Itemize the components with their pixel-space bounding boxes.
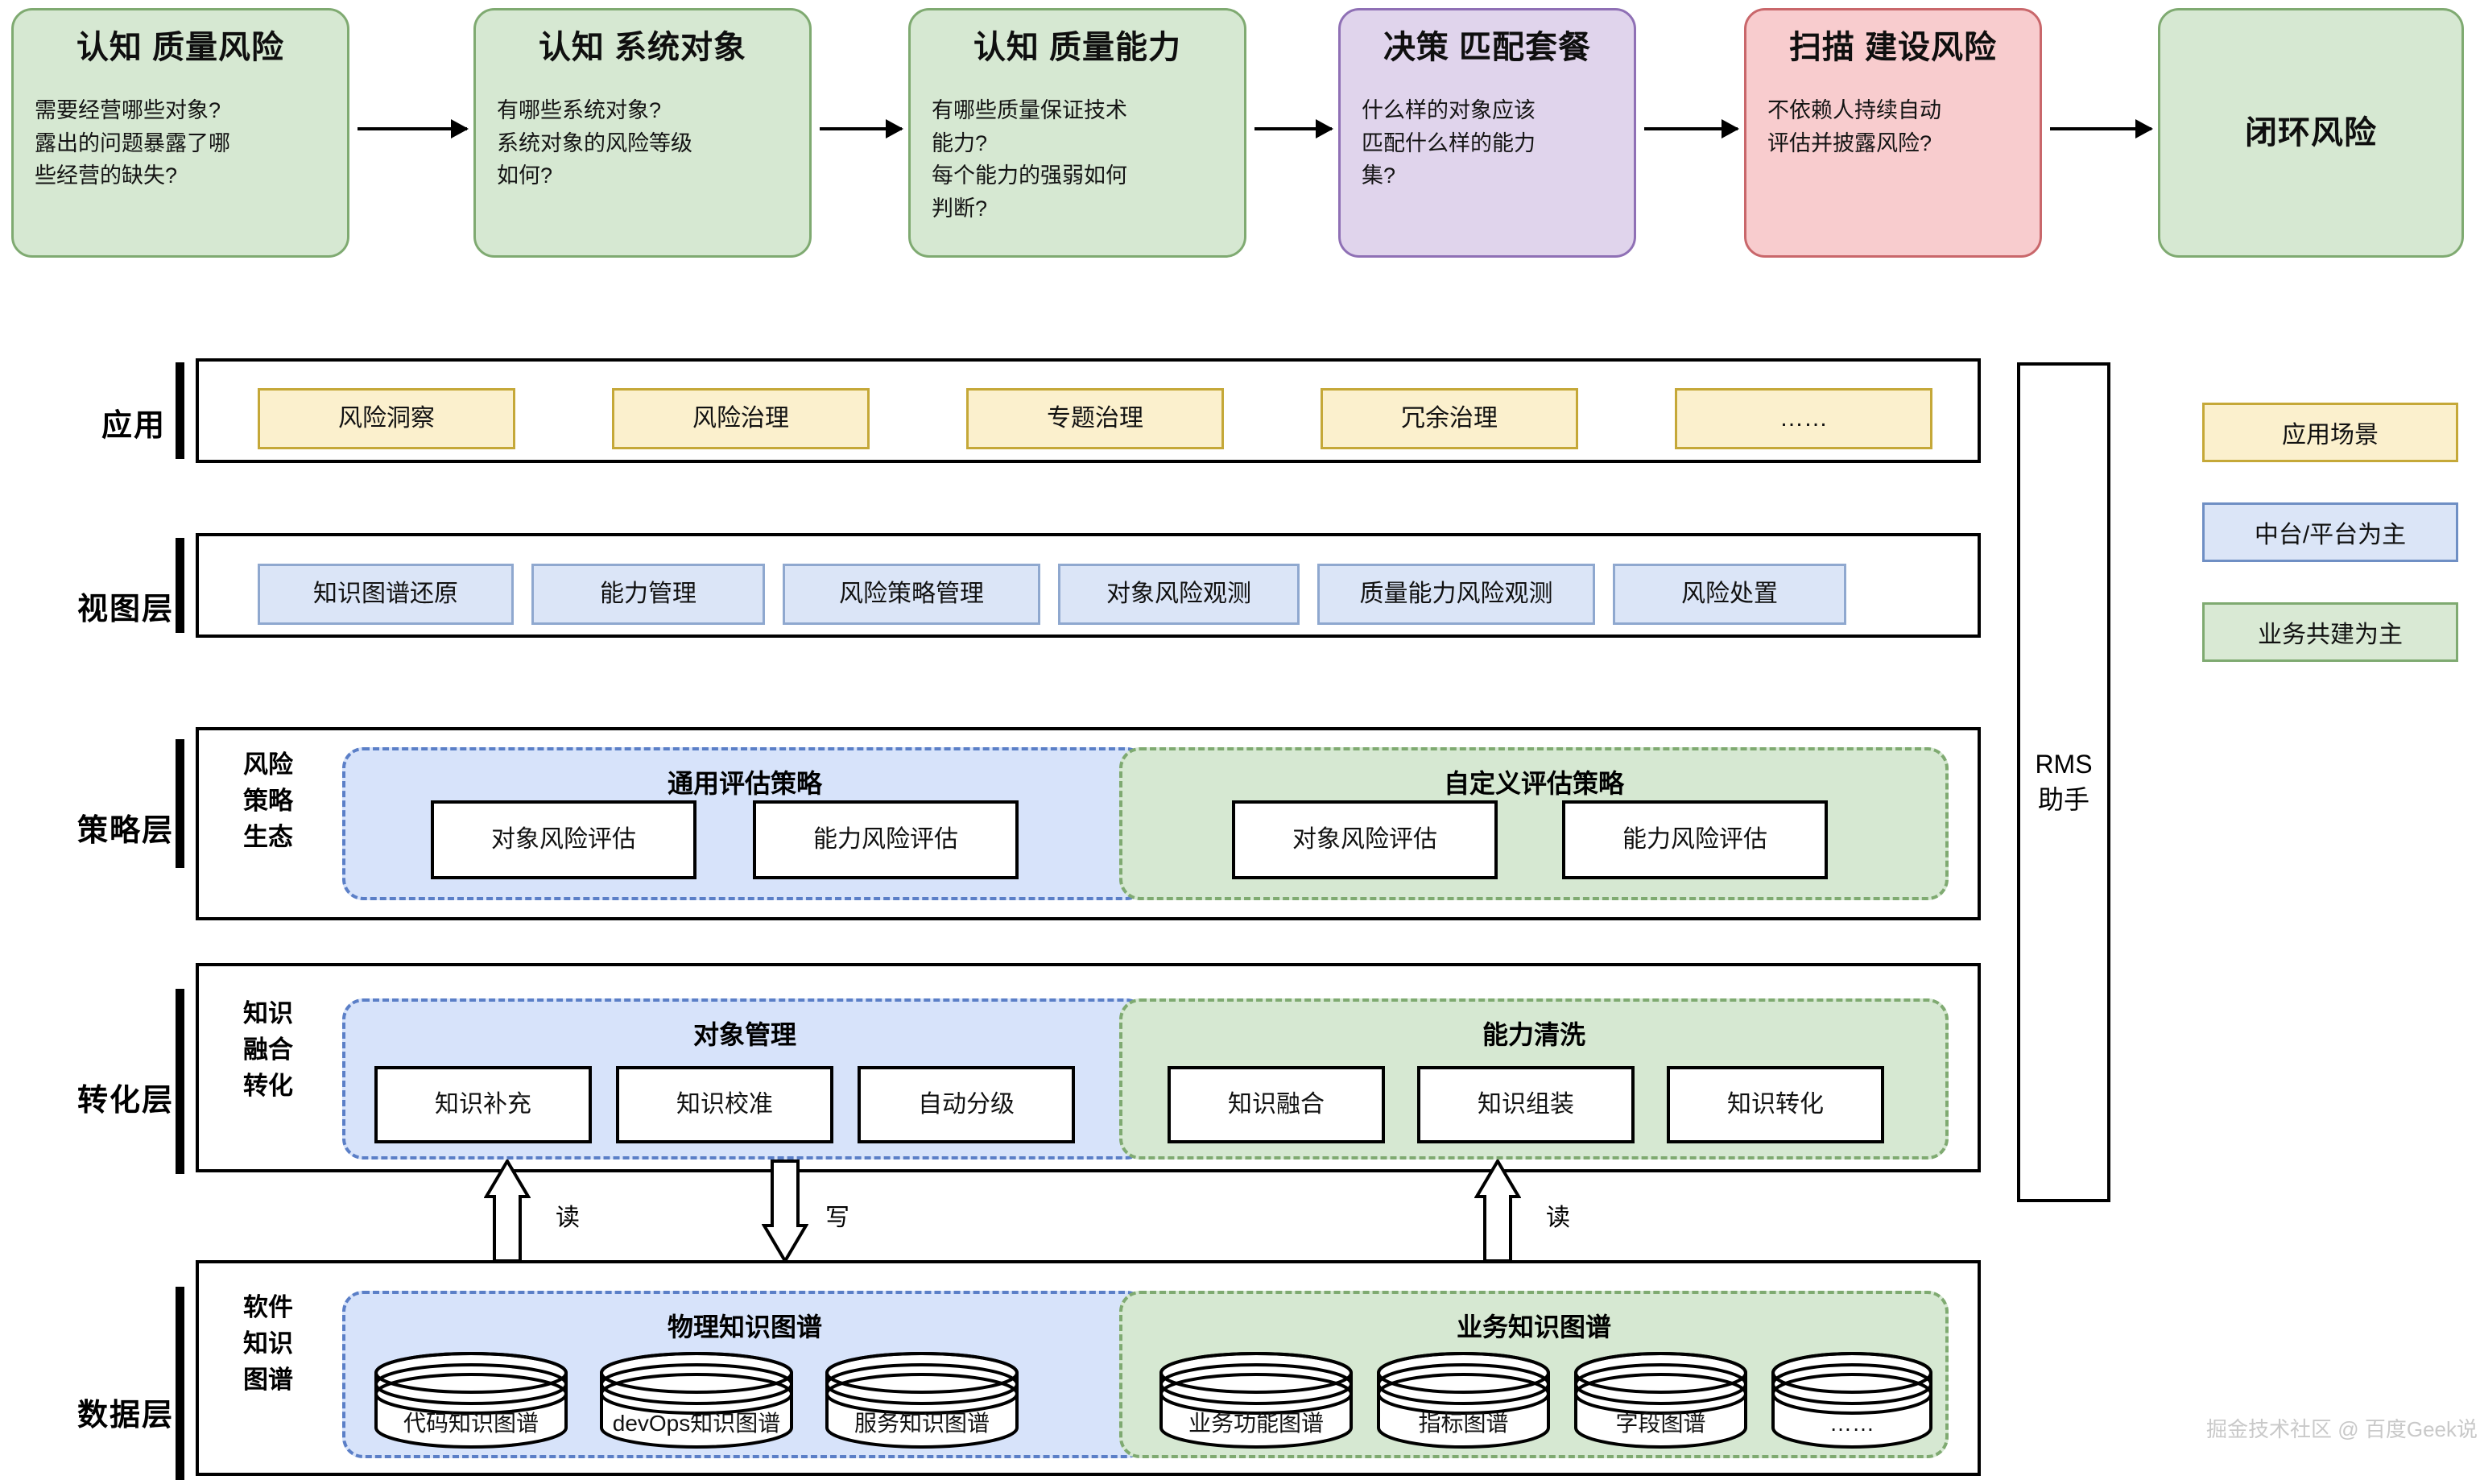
- transform-capability-clean-group-title: 能力清洗: [1482, 1020, 1585, 1049]
- layer-label-view: 视图层: [76, 593, 174, 626]
- layer-tick-view: [176, 538, 184, 633]
- transform-object-mgmt-group-title: 对象管理: [692, 1020, 796, 1049]
- data-physical-kg-cylinder-label: 代码知识图谱: [403, 1411, 539, 1436]
- data-business-kg-cylinder[interactable]: 字段图谱: [1574, 1352, 1747, 1449]
- strategy-custom-item[interactable]: 对象风险评估: [1232, 800, 1498, 879]
- layer-tick-data: [176, 1287, 184, 1480]
- flow-step-title: 扫描 建设风险: [1788, 30, 1998, 65]
- application-chip[interactable]: 冗余治理: [1321, 388, 1578, 449]
- transform-capability-clean-item[interactable]: 知识转化: [1667, 1066, 1884, 1143]
- io-block-arrow-写: [761, 1160, 809, 1264]
- legend-item-application-scenario: 应用场景: [2202, 403, 2458, 462]
- data-physical-kg-cylinder-label: 服务知识图谱: [854, 1411, 990, 1436]
- flow-step-desc: 需要经营哪些对象? 露出的问题暴露了哪 些经营的缺失?: [35, 98, 230, 188]
- flow-step-cognize-system-object[interactable]: 认知 系统对象 有哪些系统对象? 系统对象的风险等级 如何?: [473, 8, 812, 258]
- flow-arrow-2: [820, 127, 902, 130]
- transform-capability-clean-item[interactable]: 知识融合: [1168, 1066, 1385, 1143]
- legend-item-business-cobuild: 业务共建为主: [2202, 602, 2458, 662]
- data-business-kg-cylinder[interactable]: 业务功能图谱: [1159, 1352, 1353, 1449]
- view-chip[interactable]: 对象风险观测: [1058, 564, 1300, 625]
- flow-step-title: 闭环风险: [2245, 115, 2377, 151]
- layer-label-data: 数据层: [76, 1399, 174, 1432]
- legend-label: 中台/平台为主: [2254, 522, 2407, 548]
- io-arrow-label: 读: [1546, 1205, 1570, 1231]
- transform-object-mgmt-item[interactable]: 自动分级: [858, 1066, 1075, 1143]
- flow-step-closed-loop-risk[interactable]: 闭环风险: [2158, 8, 2464, 258]
- layer-label-strategy: 策略层: [76, 814, 174, 848]
- io-block-arrow-读: [483, 1158, 531, 1263]
- strategy-custom-item[interactable]: 能力风险评估: [1562, 800, 1828, 879]
- flow-arrow-5: [2050, 127, 2151, 130]
- data-business-kg-cylinder[interactable]: 指标图谱: [1377, 1352, 1550, 1449]
- flow-arrow-1: [358, 127, 467, 130]
- data-business-kg-cylinder-label: 业务功能图谱: [1188, 1411, 1324, 1436]
- view-chip[interactable]: 能力管理: [531, 564, 765, 625]
- data-business-kg-cylinder[interactable]: ……: [1771, 1352, 1932, 1449]
- transform-object-mgmt-item[interactable]: 知识补充: [374, 1066, 592, 1143]
- legend-label: 业务共建为主: [2258, 622, 2403, 648]
- data-layer-sublabel: 软件 知识 图谱: [243, 1293, 293, 1394]
- data-business-kg-cylinder-label: 字段图谱: [1615, 1411, 1706, 1436]
- flow-step-title: 认知 质量能力: [973, 30, 1182, 65]
- data-physical-kg-cylinder[interactable]: devOps知识图谱: [600, 1352, 793, 1449]
- process-flow-row: 认知 质量风险 需要经营哪些对象? 露出的问题暴露了哪 些经营的缺失? 认知 系…: [0, 0, 2480, 274]
- layer-tick-strategy: [176, 739, 184, 868]
- strategy-custom-group-title: 自定义评估策略: [1443, 769, 1624, 798]
- flow-step-decide-match-package[interactable]: 决策 匹配套餐 什么样的对象应该 匹配什么样的能力 集?: [1338, 8, 1636, 258]
- flow-step-desc: 什么样的对象应该 匹配什么样的能力 集?: [1362, 98, 1536, 188]
- io-arrow-label: 读: [556, 1205, 580, 1231]
- application-chip[interactable]: 专题治理: [966, 388, 1224, 449]
- flow-step-cognize-quality-capability[interactable]: 认知 质量能力 有哪些质量保证技术 能力? 每个能力的强弱如何 判断?: [908, 8, 1246, 258]
- io-block-arrow-读: [1474, 1158, 1522, 1263]
- flow-step-desc: 有哪些质量保证技术 能力? 每个能力的强弱如何 判断?: [932, 98, 1127, 221]
- flow-step-scan-build-risk[interactable]: 扫描 建设风险 不依赖人持续自动 评估并披露风险?: [1744, 8, 2042, 258]
- view-chip[interactable]: 知识图谱还原: [258, 564, 514, 625]
- view-chip[interactable]: 质量能力风险观测: [1317, 564, 1595, 625]
- io-arrow-label: 写: [825, 1205, 849, 1231]
- data-physical-kg-cylinder[interactable]: 服务知识图谱: [825, 1352, 1019, 1449]
- rms-assistant-label: RMS 助手: [2035, 750, 2093, 814]
- strategy-common-item[interactable]: 能力风险评估: [753, 800, 1019, 879]
- watermark: 掘金技术社区 @ 百度Geek说: [2206, 1417, 2478, 1441]
- view-chip[interactable]: 风险处置: [1613, 564, 1846, 625]
- data-business-kg-cylinder-label: 指标图谱: [1418, 1411, 1509, 1436]
- transform-capability-clean-item[interactable]: 知识组装: [1417, 1066, 1635, 1143]
- flow-arrow-4: [1644, 127, 1738, 130]
- layer-tick-transform: [176, 989, 184, 1174]
- layer-label-application: 应用: [101, 409, 166, 443]
- legend-label: 应用场景: [2282, 422, 2379, 449]
- strategy-common-item[interactable]: 对象风险评估: [431, 800, 696, 879]
- data-business-kg-cylinder-label: ……: [1829, 1411, 1874, 1436]
- transform-layer-sublabel: 知识 融合 转化: [243, 999, 293, 1100]
- view-chip[interactable]: 风险策略管理: [783, 564, 1040, 625]
- layer-label-transform: 转化层: [76, 1084, 174, 1118]
- flow-step-title: 认知 系统对象: [538, 30, 747, 65]
- rms-assistant-panel[interactable]: RMS 助手: [2017, 362, 2110, 1202]
- legend-item-midplatform: 中台/平台为主: [2202, 502, 2458, 562]
- flow-step-title: 认知 质量风险: [76, 30, 285, 65]
- data-business-kg-group-title: 业务知识图谱: [1456, 1312, 1611, 1341]
- flow-arrow-3: [1254, 127, 1332, 130]
- layer-tick-application: [176, 362, 184, 459]
- strategy-common-group-title: 通用评估策略: [667, 769, 822, 798]
- data-physical-kg-cylinder-label: devOps知识图谱: [612, 1411, 781, 1436]
- flow-step-cognize-quality-risk[interactable]: 认知 质量风险 需要经营哪些对象? 露出的问题暴露了哪 些经营的缺失?: [11, 8, 349, 258]
- application-chip[interactable]: 风险洞察: [258, 388, 515, 449]
- data-physical-kg-group-title: 物理知识图谱: [667, 1312, 822, 1341]
- flow-step-title: 决策 匹配套餐: [1383, 30, 1592, 65]
- strategy-layer-sublabel: 风险 策略 生态: [243, 750, 293, 851]
- flow-step-desc: 不依赖人持续自动 评估并披露风险?: [1767, 98, 1941, 155]
- data-physical-kg-cylinder[interactable]: 代码知识图谱: [374, 1352, 568, 1449]
- flow-step-desc: 有哪些系统对象? 系统对象的风险等级 如何?: [497, 98, 692, 188]
- application-chip[interactable]: ……: [1675, 388, 1932, 449]
- application-chip[interactable]: 风险治理: [612, 388, 870, 449]
- transform-object-mgmt-item[interactable]: 知识校准: [616, 1066, 833, 1143]
